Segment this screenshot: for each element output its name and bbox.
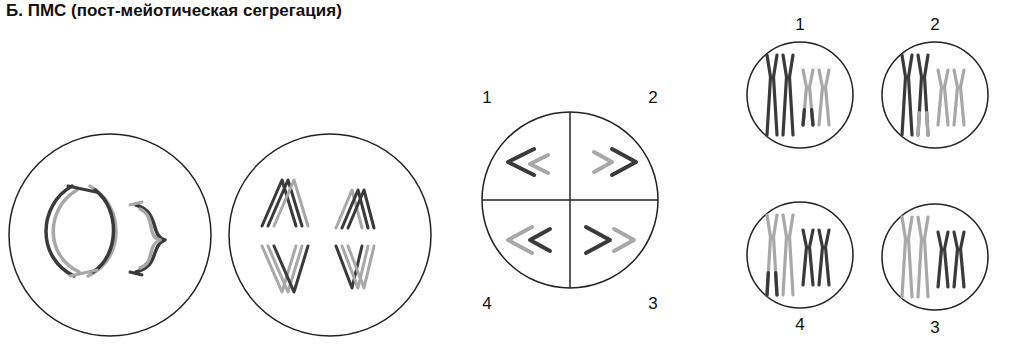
chromatid	[826, 230, 830, 285]
chromatid	[140, 209, 160, 268]
chromatid	[819, 70, 823, 125]
chromatid	[88, 186, 116, 276]
cell-circle	[229, 134, 431, 336]
chromosome-group	[46, 55, 964, 297]
cell-circle	[9, 134, 211, 336]
chromatid	[925, 217, 929, 297]
callout-number: 1	[795, 16, 804, 33]
chromatid	[790, 215, 794, 295]
chromatid	[803, 110, 804, 125]
chromatid	[954, 70, 958, 125]
chromatid	[909, 217, 913, 297]
chromatid	[774, 215, 778, 295]
chromatid	[938, 232, 942, 287]
callout-number: 4	[795, 316, 804, 333]
chromatid	[918, 113, 919, 135]
chromatid	[925, 55, 929, 135]
chromatid	[530, 155, 548, 173]
chromatid	[902, 217, 906, 297]
chromatid	[767, 215, 771, 295]
chromatid	[938, 70, 942, 125]
chromatid	[93, 190, 114, 272]
callout-number: 4	[482, 295, 491, 312]
chromatid	[918, 55, 922, 135]
chromatid	[136, 205, 165, 272]
chromatid	[594, 152, 612, 172]
spore-circle	[882, 42, 988, 148]
callout-number: 2	[648, 89, 657, 106]
callout-number: 1	[482, 89, 491, 106]
chromatid	[826, 70, 830, 125]
chromatid	[790, 55, 794, 135]
chromatid	[783, 55, 787, 135]
chromatid	[909, 55, 913, 135]
chromatid	[614, 229, 634, 251]
chromatid	[961, 232, 965, 287]
chromatid	[774, 55, 778, 135]
callout-number: 3	[648, 295, 657, 312]
chromatid	[274, 246, 308, 292]
spore-circle	[747, 42, 853, 148]
chromatid	[53, 190, 79, 272]
divider-line	[569, 112, 571, 288]
chromatid	[902, 55, 906, 135]
chromatid	[70, 270, 97, 276]
chromatid	[945, 232, 949, 287]
chromatid	[530, 229, 550, 251]
chromatid	[348, 190, 374, 228]
figure-title: Б. ПМС (пост-мейотическая сегрегация)	[6, 2, 342, 19]
chromatid	[810, 70, 814, 125]
chromatid	[586, 227, 610, 253]
chromatid	[46, 186, 74, 276]
chromatid	[776, 273, 777, 295]
spore-circle	[882, 204, 988, 310]
chromatid	[803, 230, 807, 285]
chromatid	[819, 230, 823, 285]
chromatid	[945, 70, 949, 125]
chromatid	[961, 70, 965, 125]
chromatid	[130, 272, 142, 275]
chromatid	[348, 246, 374, 288]
chromatid	[954, 232, 958, 287]
chromatid	[812, 110, 813, 125]
chromatid	[803, 70, 807, 125]
chromatid	[767, 55, 771, 135]
callout-number: 2	[930, 16, 939, 33]
chromatid	[783, 215, 787, 295]
chromatid	[274, 180, 308, 226]
chromatid	[612, 149, 636, 175]
chromatid	[810, 230, 814, 285]
tetrad-circle	[482, 112, 658, 288]
chromatid	[130, 202, 142, 205]
callout-number: 3	[930, 319, 939, 336]
chromatid	[767, 273, 768, 295]
chromatid	[68, 186, 96, 192]
spore-circle	[747, 202, 853, 308]
chromatid	[918, 217, 922, 297]
chromatid	[927, 113, 928, 135]
